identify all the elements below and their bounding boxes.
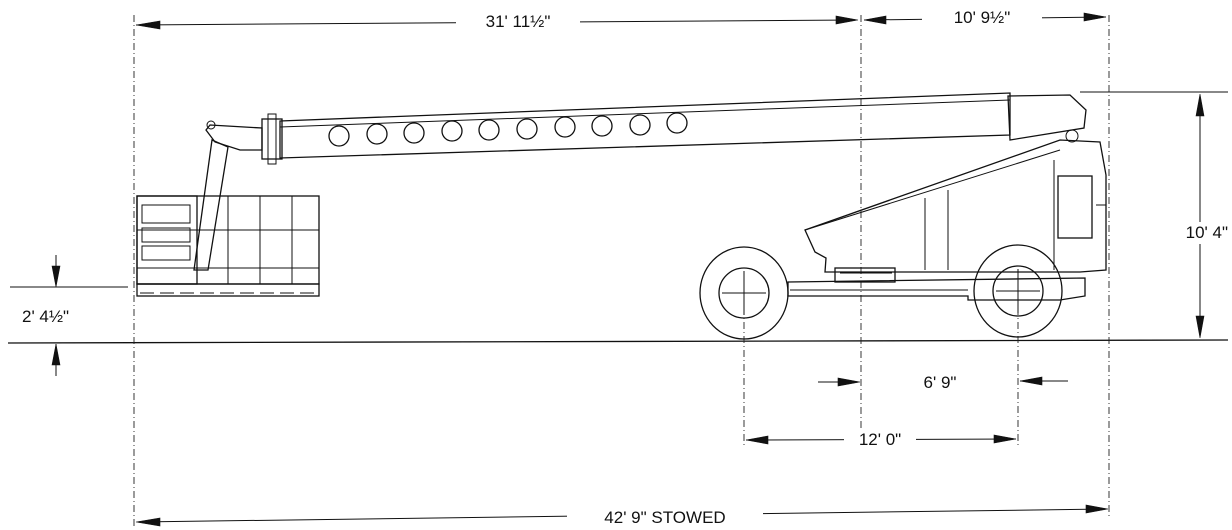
boom-holes — [328, 112, 688, 147]
dim-turntable-offset: 6' 9" — [818, 373, 1068, 392]
boom — [205, 92, 1087, 165]
label-wheelbase: 12' 0" — [859, 430, 901, 449]
label-stowed-height: 10' 4" — [1186, 223, 1228, 242]
label-pivot-to-rear: 10' 9½" — [954, 8, 1011, 27]
dim-stowed-height: 10' 4" — [1168, 93, 1232, 339]
dim-wheelbase: 12' 0" — [745, 428, 1017, 450]
dim-overall-length: 42' 9" STOWED — [135, 504, 1109, 530]
front-wheel — [699, 246, 789, 340]
dim-platform-height: 2' 4½" — [22, 255, 69, 376]
chassis — [787, 139, 1107, 301]
work-platform — [136, 195, 320, 297]
jib-support — [193, 139, 229, 271]
ground-line — [7, 339, 1229, 344]
rear-wheel — [973, 244, 1063, 338]
label-turntable-offset: 6' 9" — [924, 373, 957, 392]
dim-pivot-to-rear: 10' 9½" — [863, 7, 1107, 29]
label-boom-to-pivot: 31' 11½" — [486, 12, 551, 31]
label-platform-height: 2' 4½" — [22, 307, 69, 326]
dim-boom-to-pivot: 31' 11½" — [135, 11, 859, 33]
label-overall-length: 42' 9" STOWED — [604, 508, 725, 527]
